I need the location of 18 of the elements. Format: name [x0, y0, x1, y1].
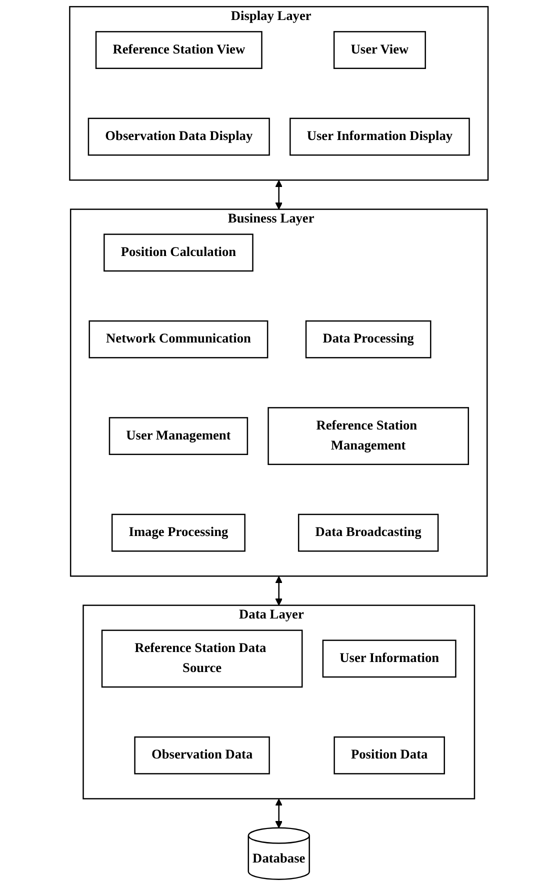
arrow: [275, 798, 283, 828]
node-box: User Management: [109, 417, 248, 456]
node-box: Observation Data Display: [88, 118, 270, 156]
node-box: Observation Data: [134, 736, 270, 774]
node-box: User View: [334, 31, 426, 69]
node-box: Data Processing: [306, 320, 432, 358]
node-box: Reference Station Management: [268, 407, 470, 466]
node-box: Position Data: [334, 736, 446, 774]
node-box: User Information Display: [290, 118, 470, 156]
node-box: Image Processing: [112, 514, 246, 552]
node-box: Data Broadcasting: [298, 514, 439, 552]
node-box: Network Communication: [88, 320, 268, 358]
node-box: Reference Station Data Source: [102, 630, 303, 688]
arrow: [275, 576, 283, 606]
node-box: Reference Station View: [96, 31, 262, 69]
node-box: Position Calculation: [104, 234, 254, 272]
node-box: User Information: [322, 640, 456, 678]
arrow: [275, 180, 283, 210]
